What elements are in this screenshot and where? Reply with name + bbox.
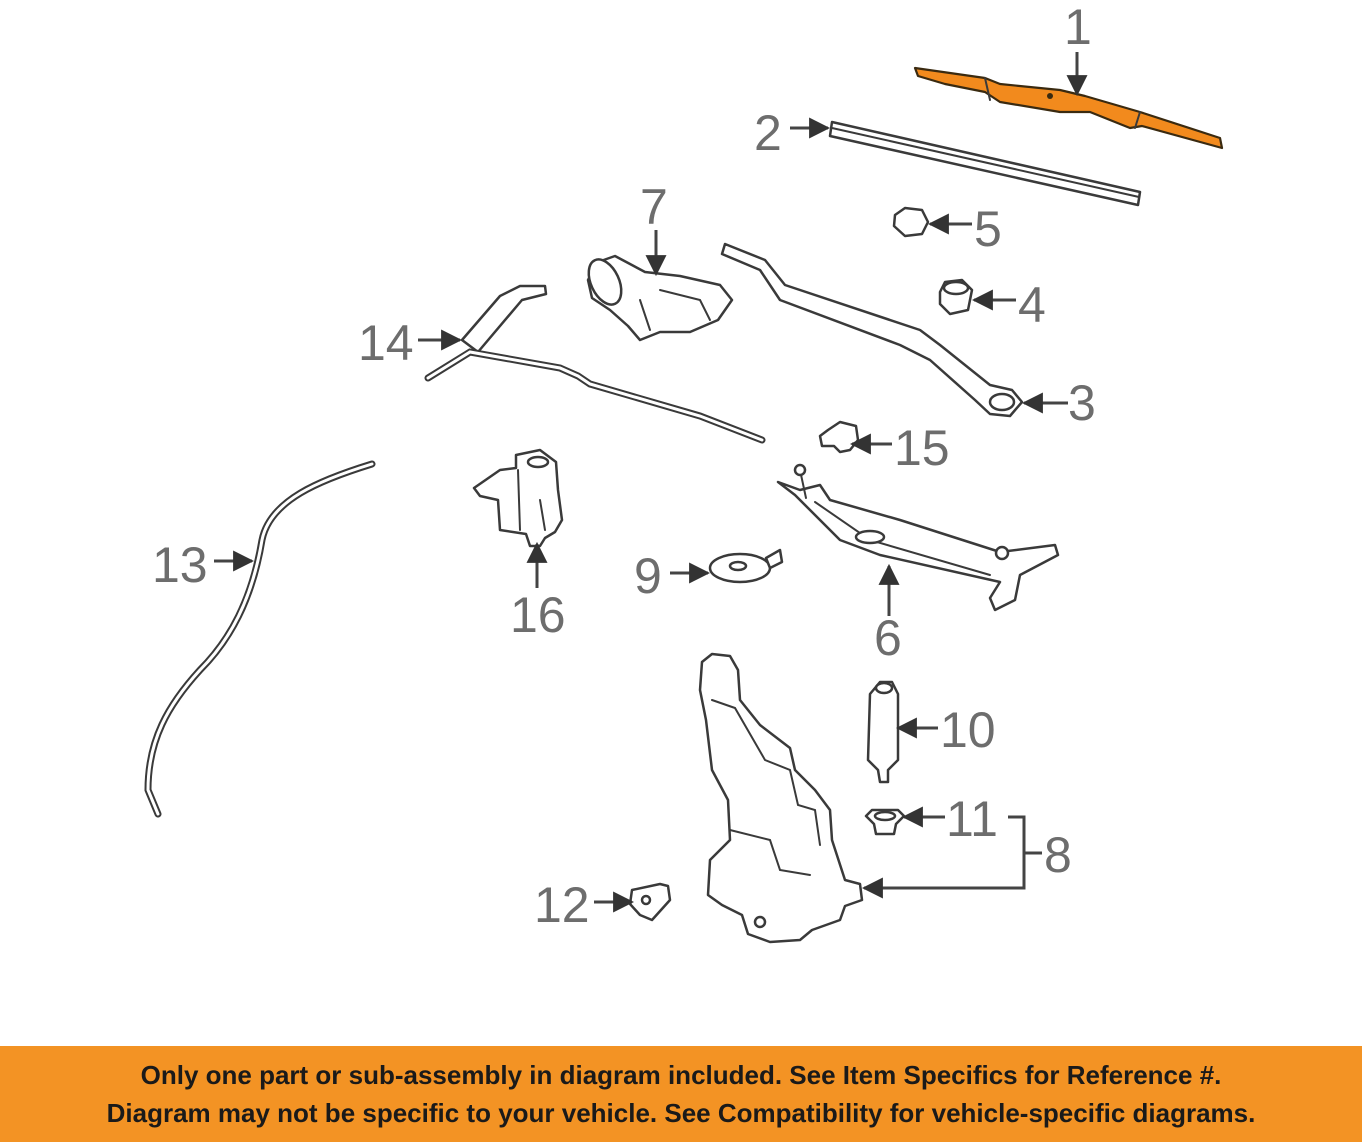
part-12-clip[interactable] [628, 882, 672, 922]
part-5-cap[interactable] [892, 206, 930, 238]
disclaimer-line-1: Only one part or sub-assembly in diagram… [140, 1060, 1222, 1090]
part-14-washer-tube[interactable] [424, 284, 766, 444]
part-13-washer-hose[interactable] [144, 460, 376, 818]
callout-15: 15 [894, 420, 950, 476]
part-10-washer-pump[interactable] [866, 680, 900, 784]
part-16-rear-washer-pump[interactable] [472, 448, 564, 548]
part-8-washer-reservoir[interactable] [698, 652, 864, 944]
part-15-nozzle[interactable] [818, 420, 860, 454]
callout-1: 1 [1064, 0, 1092, 55]
part-2-blade-insert[interactable] [828, 120, 1142, 207]
leader-lines [214, 52, 1088, 913]
callout-labels: 1 2 3 4 5 6 7 8 9 10 11 12 13 14 15 16 [152, 0, 1096, 933]
callout-3: 3 [1068, 375, 1096, 431]
part-4-nut[interactable] [938, 278, 974, 316]
part-1-wiper-blade[interactable] [913, 66, 1224, 150]
disclaimer-line-2: Diagram may not be specific to your vehi… [106, 1098, 1256, 1128]
callout-4: 4 [1018, 277, 1046, 333]
part-7-wiper-motor[interactable] [582, 254, 734, 342]
disclaimer-banner: Only one part or sub-assembly in diagram… [0, 1046, 1362, 1142]
callout-9: 9 [634, 548, 662, 604]
part-6-wiper-linkage[interactable] [776, 463, 1060, 612]
parts-diagram: 1 2 3 4 5 6 7 8 9 10 11 12 13 14 15 16 [144, 0, 1224, 944]
part-3-wiper-arm[interactable] [720, 242, 1024, 418]
callout-6: 6 [874, 610, 902, 666]
callout-8: 8 [1044, 827, 1072, 883]
callout-11: 11 [946, 791, 998, 847]
callout-10: 10 [940, 702, 996, 758]
callout-5: 5 [974, 201, 1002, 257]
callout-16: 16 [510, 587, 566, 643]
callout-7: 7 [640, 179, 668, 235]
part-11-pump-seal[interactable] [864, 808, 906, 836]
callout-2: 2 [754, 105, 782, 161]
part-9-grommet[interactable] [708, 548, 784, 584]
callout-12: 12 [534, 877, 590, 933]
callout-14: 14 [358, 315, 414, 371]
callout-13: 13 [152, 537, 208, 593]
